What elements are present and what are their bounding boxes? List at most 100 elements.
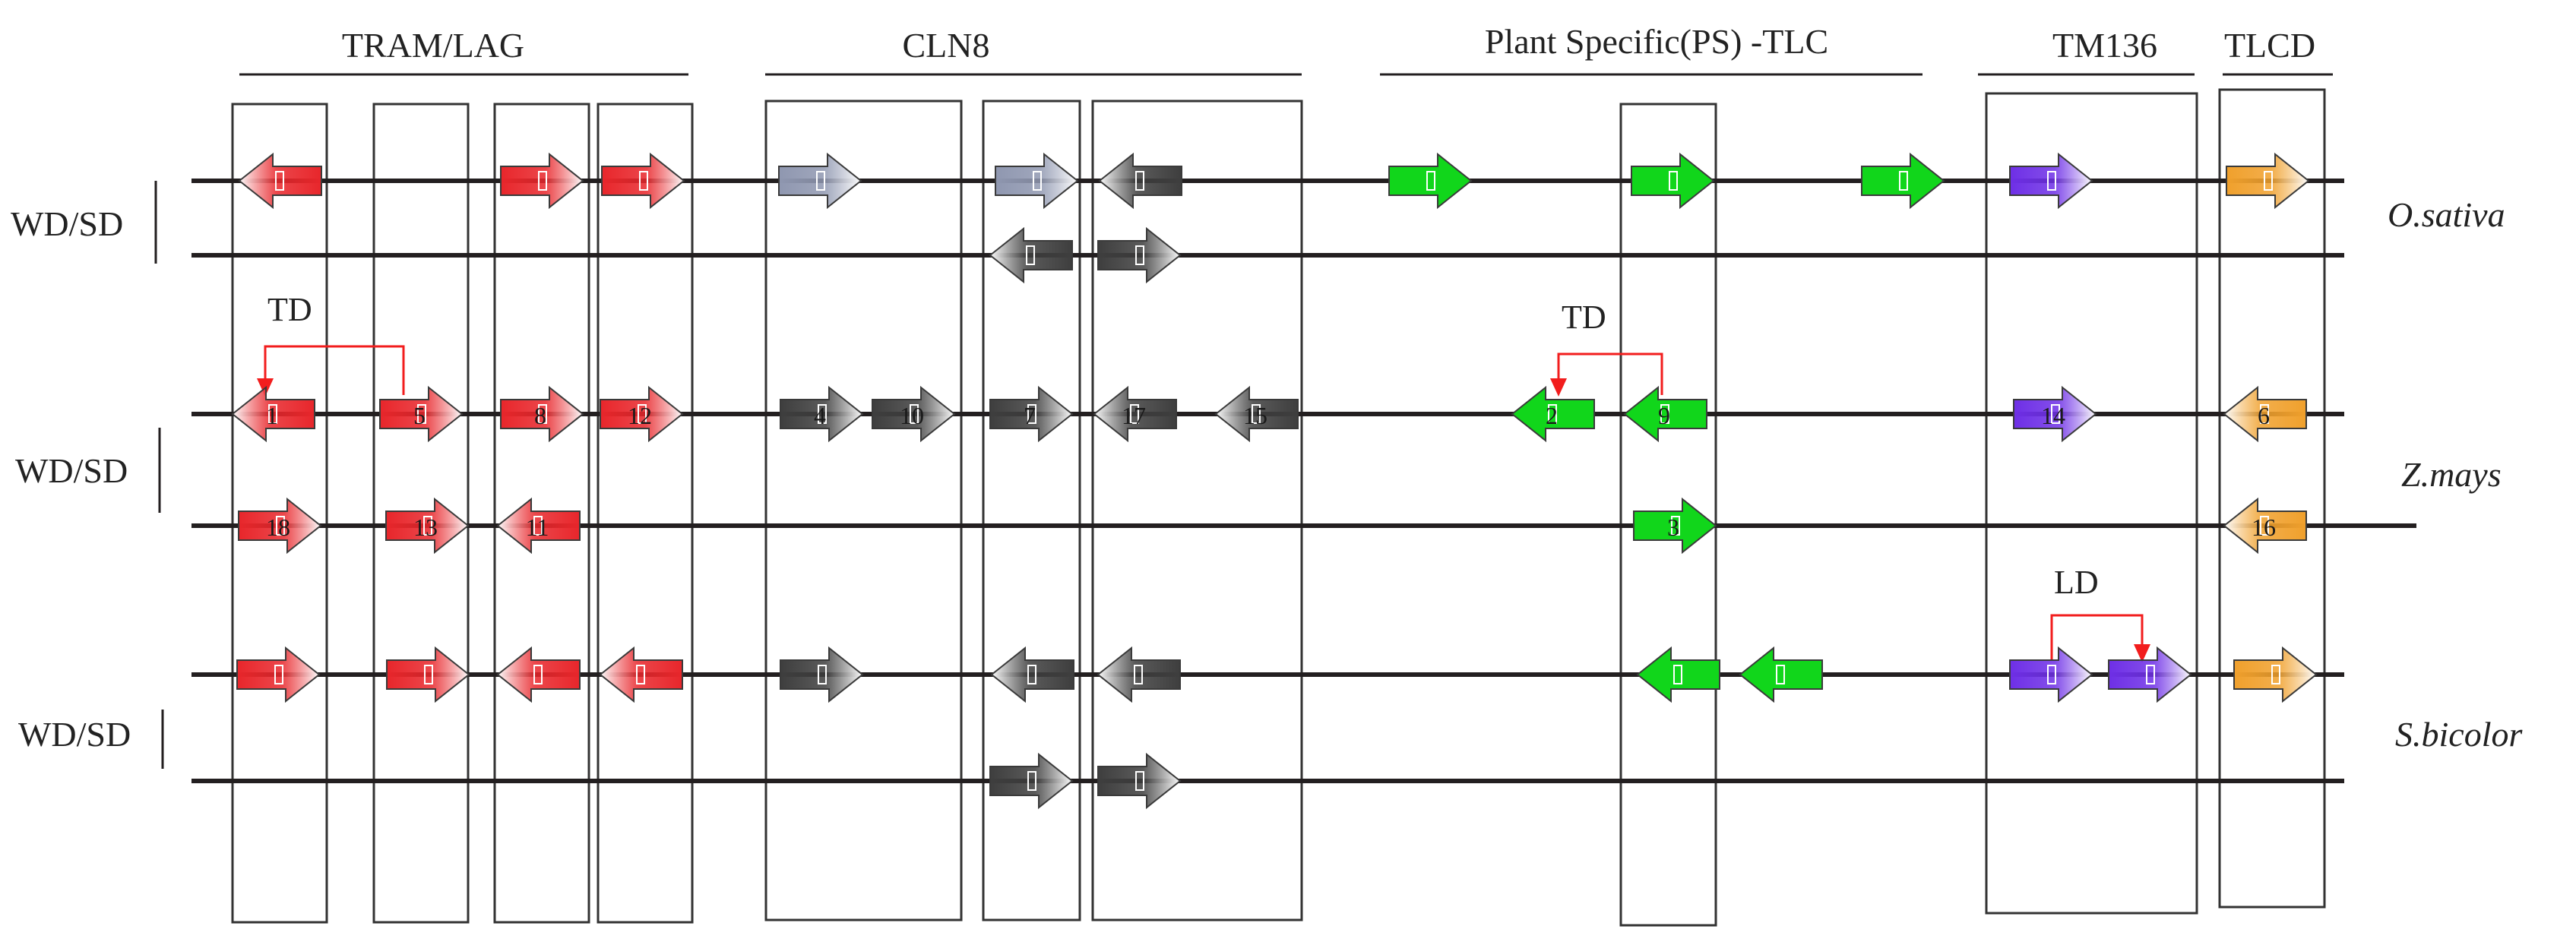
gene-shape <box>990 646 1074 703</box>
gene-arrow-sb-cln8-3 <box>1097 646 1181 703</box>
gene-marker <box>538 171 547 191</box>
gene-marker <box>1899 171 1908 191</box>
duplication-events <box>257 345 2150 662</box>
gene-marker <box>2264 171 2273 191</box>
gene-arrow-os-tm136-1 <box>2009 152 2093 210</box>
gene-marker <box>639 171 648 191</box>
gene-shape <box>1093 385 1177 443</box>
gene-shape <box>2108 646 2192 703</box>
gene-marker <box>1135 771 1144 791</box>
gene-number-label: 11 <box>526 514 549 541</box>
gene-marker <box>910 404 919 424</box>
gene-shape <box>1739 646 1823 703</box>
gene-shape <box>386 646 470 703</box>
gene-number-label: 9 <box>1658 402 1670 429</box>
gene-shape <box>238 497 322 555</box>
gene-marker <box>2260 516 2269 536</box>
gene-shape <box>2223 497 2307 555</box>
gene-shape <box>989 385 1074 443</box>
gene-marker <box>1026 245 1035 265</box>
gene-shape <box>500 152 584 210</box>
family-box-8 <box>1619 103 1717 927</box>
gene-shape <box>778 152 862 210</box>
gene-arrow-sb-ps-1 <box>1636 646 1720 703</box>
gene-arrow-zm-ps-2: 2 <box>1511 385 1595 443</box>
species-label-zmays: Z.mays <box>2401 455 2502 494</box>
gene-marker <box>2146 665 2155 684</box>
gene-arrow-sb-tlcd-1 <box>2233 646 2318 703</box>
gene-shape <box>2013 385 2097 443</box>
family-box-6 <box>982 100 1081 921</box>
gene-marker <box>1660 404 1669 424</box>
gene-marker <box>276 516 285 536</box>
gene-marker <box>2051 404 2060 424</box>
family-box-7 <box>1091 100 1303 921</box>
gene-number-label: 14 <box>2041 402 2065 429</box>
gene-number-label: 5 <box>413 402 426 429</box>
family-box-10 <box>2218 88 2326 909</box>
gene-arrow-os-ps-1 <box>1388 152 1473 210</box>
gene-arrow-zm-ps-9: 9 <box>1623 385 1707 443</box>
gene-shape <box>496 497 581 555</box>
gene-shape <box>995 152 1079 210</box>
gene-marker <box>1776 665 1785 684</box>
gene-arrow-zm-cln8-17: 17 <box>1093 385 1177 443</box>
gene-shape <box>2226 152 2310 210</box>
gene-shape <box>989 752 1074 810</box>
gene-shape <box>599 646 683 703</box>
gene-marker <box>1135 245 1144 265</box>
gene-number-label: 8 <box>534 402 546 429</box>
gene-arrow-sb-ps-2 <box>1739 646 1823 703</box>
gene-number-label: 7 <box>1024 402 1036 429</box>
gene-arrow-zm-tram-1: 1 <box>231 385 315 443</box>
gene-shape <box>601 152 685 210</box>
gene-shape <box>2223 385 2307 443</box>
gene-shape <box>1097 646 1181 703</box>
family-box-1 <box>231 103 328 924</box>
gene-arrow-zm-tlcd-16: 16 <box>2223 497 2307 555</box>
gene-arrow-sb-cln8-1 <box>780 646 864 703</box>
family-label-tram: TRAM/LAG <box>341 26 525 65</box>
gene-arrow-os-tram-2 <box>500 152 584 210</box>
gene-marker <box>275 171 284 191</box>
gene-shape <box>872 385 956 443</box>
gene-number-label: 10 <box>900 402 924 429</box>
gene-marker <box>1426 171 1435 191</box>
species-label-osativa: O.sativa <box>2388 195 2505 234</box>
gene-shape <box>500 385 584 443</box>
gene-marker <box>1027 771 1036 791</box>
gene-arrow-os2-cln8-2 <box>1097 226 1182 284</box>
family-boxes <box>231 88 2326 927</box>
gene-number-label: 6 <box>2258 402 2270 429</box>
gene-number-label: 2 <box>1546 402 1558 429</box>
family-box-3 <box>493 103 590 924</box>
gene-marker <box>1033 171 1042 191</box>
gene-marker <box>274 665 283 684</box>
gene-arrow-zm-tram-13: 13 <box>385 497 470 555</box>
bar-label-zmays: WD/SD <box>15 451 128 490</box>
gene-shape <box>2233 646 2318 703</box>
gene-arrow-zm-tram-8: 8 <box>500 385 584 443</box>
gene-shape <box>1097 226 1182 284</box>
gene-arrow-zm-cln8-10: 10 <box>872 385 956 443</box>
gene-arrow-os-cln8-3 <box>1098 152 1182 210</box>
gene-marker <box>1252 404 1261 424</box>
gene-arrow-os2-cln8-1 <box>989 226 1073 284</box>
species-bars <box>154 181 164 769</box>
gene-number-label: 1 <box>266 402 278 429</box>
td-connector-ps <box>1550 352 1663 397</box>
gene-shape <box>2009 646 2093 703</box>
species-label-sbicolor: S.bicolor <box>2395 715 2523 754</box>
ld-connector-tm136 <box>2050 614 2150 662</box>
gene-marker <box>423 516 432 536</box>
gene-arrow-sb-tm136-1 <box>2009 646 2093 703</box>
family-label-ps: Plant Specific(PS) -TLC <box>1484 22 1829 61</box>
gene-shape <box>780 646 864 703</box>
gene-arrow-os-tlcd-1 <box>2226 152 2310 210</box>
gene-shape <box>238 152 322 210</box>
gene-marker <box>533 516 543 536</box>
gene-arrow-sb2-cln8-2 <box>1097 752 1182 810</box>
bar-label-sbicolor: WD/SD <box>18 715 131 754</box>
